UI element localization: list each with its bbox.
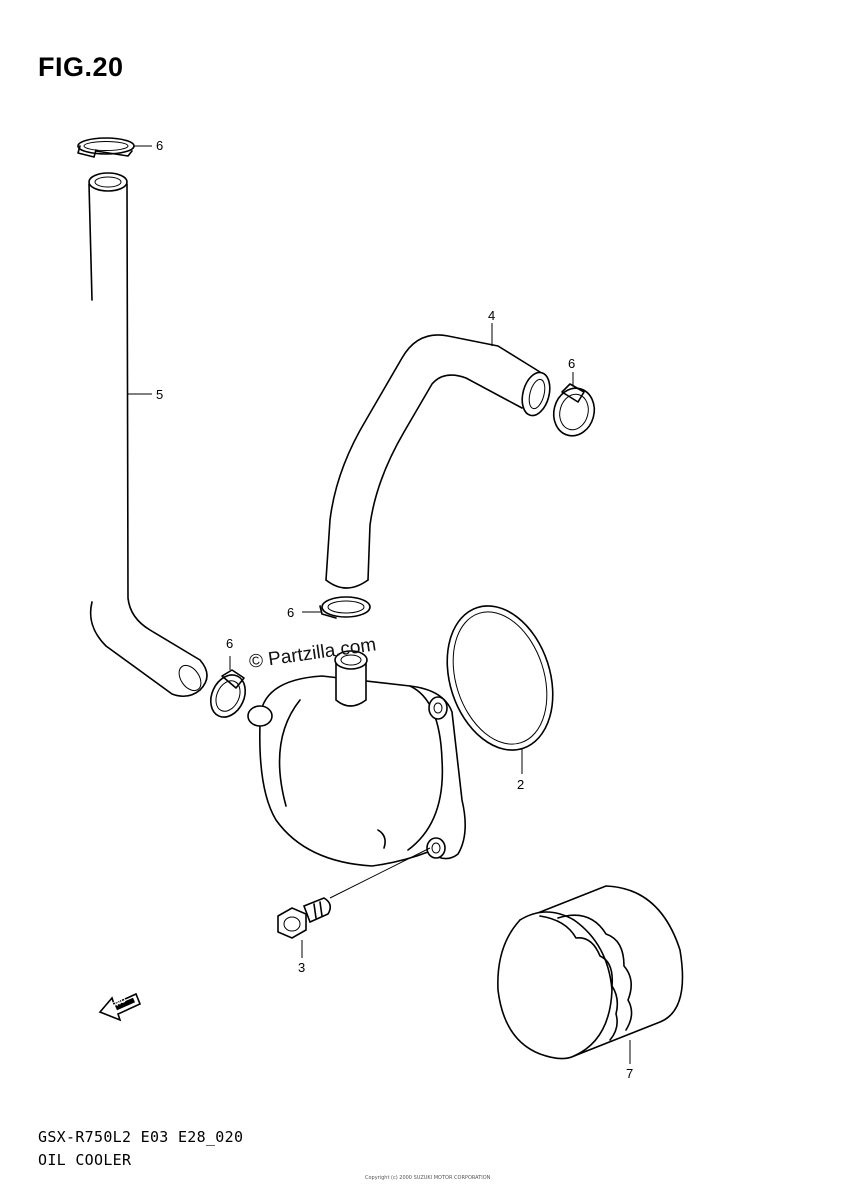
oil-hose-long[interactable] (88, 172, 208, 698)
hose-clamp-top[interactable] (77, 137, 152, 158)
o-ring[interactable] (430, 592, 571, 774)
callout-clamp-right: 6 (568, 356, 575, 371)
figure-title: FIG.20 (38, 52, 124, 82)
fwd-arrow (98, 992, 142, 1022)
hose-clamp-middle[interactable] (302, 596, 371, 619)
callout-hose-bent: 4 (488, 308, 495, 323)
hose-clamp-right[interactable] (548, 372, 599, 440)
hose-clamp-left[interactable] (204, 656, 252, 723)
callout-oil-filter: 7 (626, 1066, 633, 1081)
callout-o-ring: 2 (517, 777, 524, 792)
oil-filter[interactable] (497, 885, 684, 1064)
callout-clamp-top: 6 (156, 138, 163, 153)
oil-cooler-body[interactable] (247, 650, 466, 867)
cooler-bolt[interactable] (277, 847, 431, 958)
callout-bolt: 3 (298, 960, 305, 975)
callout-clamp-middle: 6 (287, 605, 294, 620)
model-code: GSX-R750L2 E03 E28_020 (38, 1128, 244, 1146)
callout-clamp-left: 6 (226, 636, 233, 651)
callout-hose-long: 5 (156, 387, 163, 402)
copyright-note: Copyright (c) 2000 SUZUKI MOTOR CORPORAT… (365, 1175, 491, 1181)
sheet-name: OIL COOLER (38, 1151, 132, 1169)
oil-hose-bent[interactable] (325, 323, 554, 589)
